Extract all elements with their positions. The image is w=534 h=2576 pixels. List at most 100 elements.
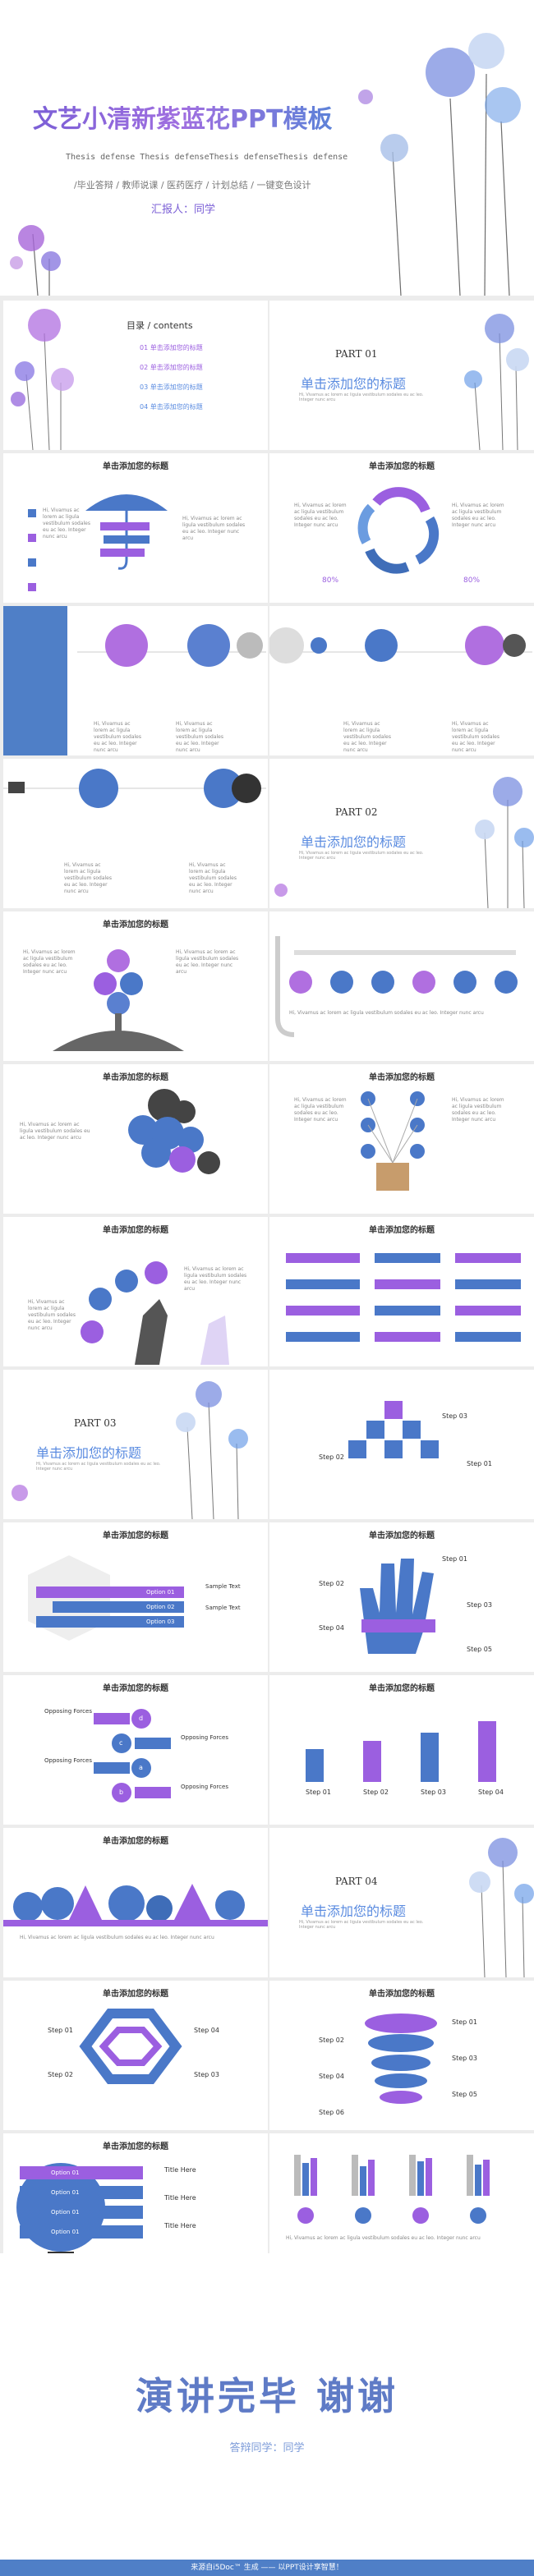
opposing-letter-c: c [119, 1739, 123, 1747]
umbrella-text: Hi, Vivamus ac lorem ac ligula vestibulu… [43, 507, 90, 540]
part-01-title: 单击添加您的标题 [301, 376, 407, 392]
opposing-forces-diagram [94, 1709, 171, 1802]
bulb-option-1[interactable]: Option 01 [51, 2170, 80, 2176]
bulb-option-3[interactable]: Option 01 [51, 2209, 80, 2216]
timeline-a-text-2: Hi, Vivamus ac lorem ac ligula vestibulu… [176, 721, 223, 753]
part-03-title: 单击添加您的标题 [36, 1445, 142, 1461]
slide-part-02[interactable]: PART 02 单击添加您的标题 Hi, Vivamus ac lorem ac… [269, 759, 534, 908]
chain-diagram [79, 2009, 182, 2084]
slide-title: 单击添加您的标题 [103, 1531, 168, 1541]
bar-icons-text: Hi, Vivamus ac lorem ac ligula vestibulu… [286, 2235, 481, 2241]
slide-toc[interactable]: 目录 / contents 01 单击添加您的标题 02 单击添加您的标题 03… [3, 301, 268, 450]
slide-forest[interactable]: 单击添加您的标题 Hi, Vivamus ac lorem ac ligula … [3, 1828, 268, 1977]
slide-hexagon-options[interactable]: 单击添加您的标题 Option 01 Option 02 Option 03 S… [3, 1522, 268, 1672]
slide-title: 单击添加您的标题 [103, 2142, 168, 2151]
toc-flowers-illustration [11, 309, 74, 450]
slide-hand-steps[interactable]: 单击添加您的标题 Step 01 Step 02 Step 03 Step 04… [269, 1522, 534, 1672]
toc-item-4[interactable]: 04 单击添加您的标题 [140, 403, 203, 411]
hexagon-options-diagram [28, 1555, 184, 1641]
timeline-c-text-1: Hi, Vivamus ac lorem ac ligula vestibulu… [64, 862, 112, 894]
slide-cubes[interactable]: Step 03 Step 02 Step 01 [269, 1370, 534, 1519]
opposing-letter-d: d [139, 1715, 144, 1722]
option-02[interactable]: Option 02 [146, 1604, 175, 1610]
title-here-2: Title Here [164, 2194, 196, 2202]
timeline-c-diagram [3, 769, 266, 808]
chain-step-04: Step 04 [194, 2027, 219, 2034]
option-03[interactable]: Option 03 [146, 1619, 175, 1625]
cubes-step-02: Step 02 [319, 1453, 344, 1461]
social-hand-text-right: Hi, Vivamus ac lorem ac ligula vestibulu… [184, 1266, 247, 1292]
opposing-letter-b: b [119, 1789, 124, 1796]
cubes-diagram [348, 1401, 439, 1458]
fuel-step-02: Step 02 [363, 1789, 389, 1796]
part-03-desc: Hi, Vivamus ac lorem ac ligula vestibulu… [36, 1462, 161, 1472]
slide-stack[interactable]: 单击添加您的标题 Step 01 Step 02 Step 03 Step 04… [269, 1981, 534, 2130]
ending-byline: 答辩同学：同学 [229, 2442, 305, 2454]
timeline-b-text-2: Hi, Vivamus ac lorem ac ligula vestibulu… [452, 721, 499, 753]
cover-flowers-illustration [10, 33, 521, 296]
part-04-label: PART 04 [335, 1876, 378, 1887]
timeline-c-text-2: Hi, Vivamus ac lorem ac ligula vestibulu… [189, 862, 237, 894]
slide-tree[interactable]: 单击添加您的标题 Hi, Vivamus ac lorem ac ligula … [3, 911, 268, 1061]
slide-title: 单击添加您的标题 [103, 1990, 168, 1999]
social-hand-diagram [81, 1261, 229, 1365]
slide-box-network[interactable]: 单击添加您的标题 Hi, Vivamus ac lorem ac ligula … [269, 1064, 534, 1214]
stack-step-04: Step 04 [319, 2073, 344, 2080]
toc-item-3[interactable]: 03 单击添加您的标题 [140, 383, 203, 391]
bulb-option-2[interactable]: Option 01 [51, 2189, 80, 2196]
opposing-letter-a: a [139, 1764, 143, 1771]
option-01[interactable]: Option 01 [146, 1589, 175, 1596]
slide-timeline-b[interactable]: Hi, Vivamus ac lorem ac ligula vestibulu… [269, 606, 534, 755]
cover-title: 文艺小清新紫蓝花PPT模板 [33, 99, 332, 135]
cycle-percent-right: 80% [463, 576, 481, 585]
slide-process-flow[interactable]: Hi, Vivamus ac lorem ac ligula vestibulu… [269, 911, 534, 1061]
sample-text-2: Sample Text [205, 1605, 241, 1611]
tree-diagram [53, 949, 184, 1051]
cubes-step-03: Step 03 [442, 1412, 467, 1420]
tree-text-left: Hi, Vivamus ac lorem ac ligula vestibulu… [23, 949, 76, 975]
slide-fuel-icons[interactable]: 单击添加您的标题 Step 01 Step 02 Step 03 Step 04 [269, 1675, 534, 1825]
bulb-option-4[interactable]: Option 01 [51, 2229, 80, 2235]
hand-step-01: Step 01 [442, 1555, 467, 1563]
slide-chain[interactable]: 单击添加您的标题 Step 01 Step 04 Step 02 Step 03 [3, 1981, 268, 2130]
hand-step-02: Step 02 [319, 1580, 344, 1587]
part01-flowers-illustration [464, 314, 529, 450]
slide-timeline-a[interactable]: Hi, Vivamus ac lorem ac ligula vestibulu… [3, 606, 268, 755]
slide-part-01[interactable]: PART 01 单击添加您的标题 Hi, Vivamus ac lorem ac… [269, 301, 534, 450]
slide-timeline-c[interactable]: Hi, Vivamus ac lorem ac ligula vestibulu… [3, 759, 268, 908]
toc-item-2[interactable]: 02 单击添加您的标题 [140, 364, 203, 371]
title-here-3: Title Here [164, 2222, 196, 2229]
fuel-icons-diagram [306, 1721, 496, 1782]
slide-title: 单击添加您的标题 [103, 1837, 168, 1846]
part03-flowers-illustration [12, 1381, 248, 1519]
slide-part-04[interactable]: PART 04 单击添加您的标题 Hi, Vivamus ac lorem ac… [269, 1828, 534, 1977]
cycle-text-left: Hi, Vivamus ac lorem ac ligula vestibulu… [294, 503, 347, 528]
process-flow-diagram [275, 936, 518, 1037]
chain-step-03: Step 03 [194, 2071, 219, 2078]
cubes-step-01: Step 01 [467, 1460, 492, 1467]
umbrella-diagram [28, 494, 168, 591]
slide-bars[interactable]: 单击添加您的标题 [269, 1217, 534, 1366]
fuel-step-03: Step 03 [421, 1789, 446, 1796]
slide-cloud[interactable]: 单击添加您的标题 Hi, Vivamus ac lorem ac ligula … [3, 1064, 268, 1214]
forest-illustration [3, 1884, 268, 1926]
hand-step-05: Step 05 [467, 1646, 492, 1653]
slide-part-03[interactable]: PART 03 单击添加您的标题 Hi, Vivamus ac lorem ac… [3, 1370, 268, 1519]
part-04-title: 单击添加您的标题 [301, 1903, 407, 1919]
box-network-text-right: Hi, Vivamus ac lorem ac ligula vestibulu… [452, 1097, 504, 1123]
slide-social-hand[interactable]: 单击添加您的标题 Hi, Vivamus ac lorem ac ligula … [3, 1217, 268, 1366]
stack-step-05: Step 05 [452, 2091, 477, 2098]
footer-bar[interactable]: 来源自i5Doc™ 生成 —— 以PPT设计享智慧！ [0, 2560, 534, 2576]
slide-opposing-forces[interactable]: 单击添加您的标题 Opposing Forces Opposing Forces… [3, 1675, 268, 1825]
slide-title: 单击添加您的标题 [369, 1226, 435, 1235]
toc-item-1[interactable]: 01 单击添加您的标题 [140, 344, 203, 351]
slide-cycle-arrows[interactable]: 单击添加您的标题 Hi, Vivamus ac lorem ac ligula … [269, 453, 534, 603]
box-network-diagram [361, 1091, 425, 1191]
chain-step-01: Step 01 [48, 2027, 73, 2034]
slide-umbrella[interactable]: 单击添加您的标题 Hi, Vivamus ac lorem ac ligula … [3, 453, 268, 603]
fuel-step-04: Step 04 [478, 1789, 504, 1796]
chain-step-02: Step 02 [48, 2071, 73, 2078]
timeline-b-text-1: Hi, Vivamus ac lorem ac ligula vestibulu… [343, 721, 391, 753]
timeline-a-text-1: Hi, Vivamus ac lorem ac ligula vestibulu… [94, 721, 141, 753]
stack-step-03: Step 03 [452, 2055, 477, 2062]
